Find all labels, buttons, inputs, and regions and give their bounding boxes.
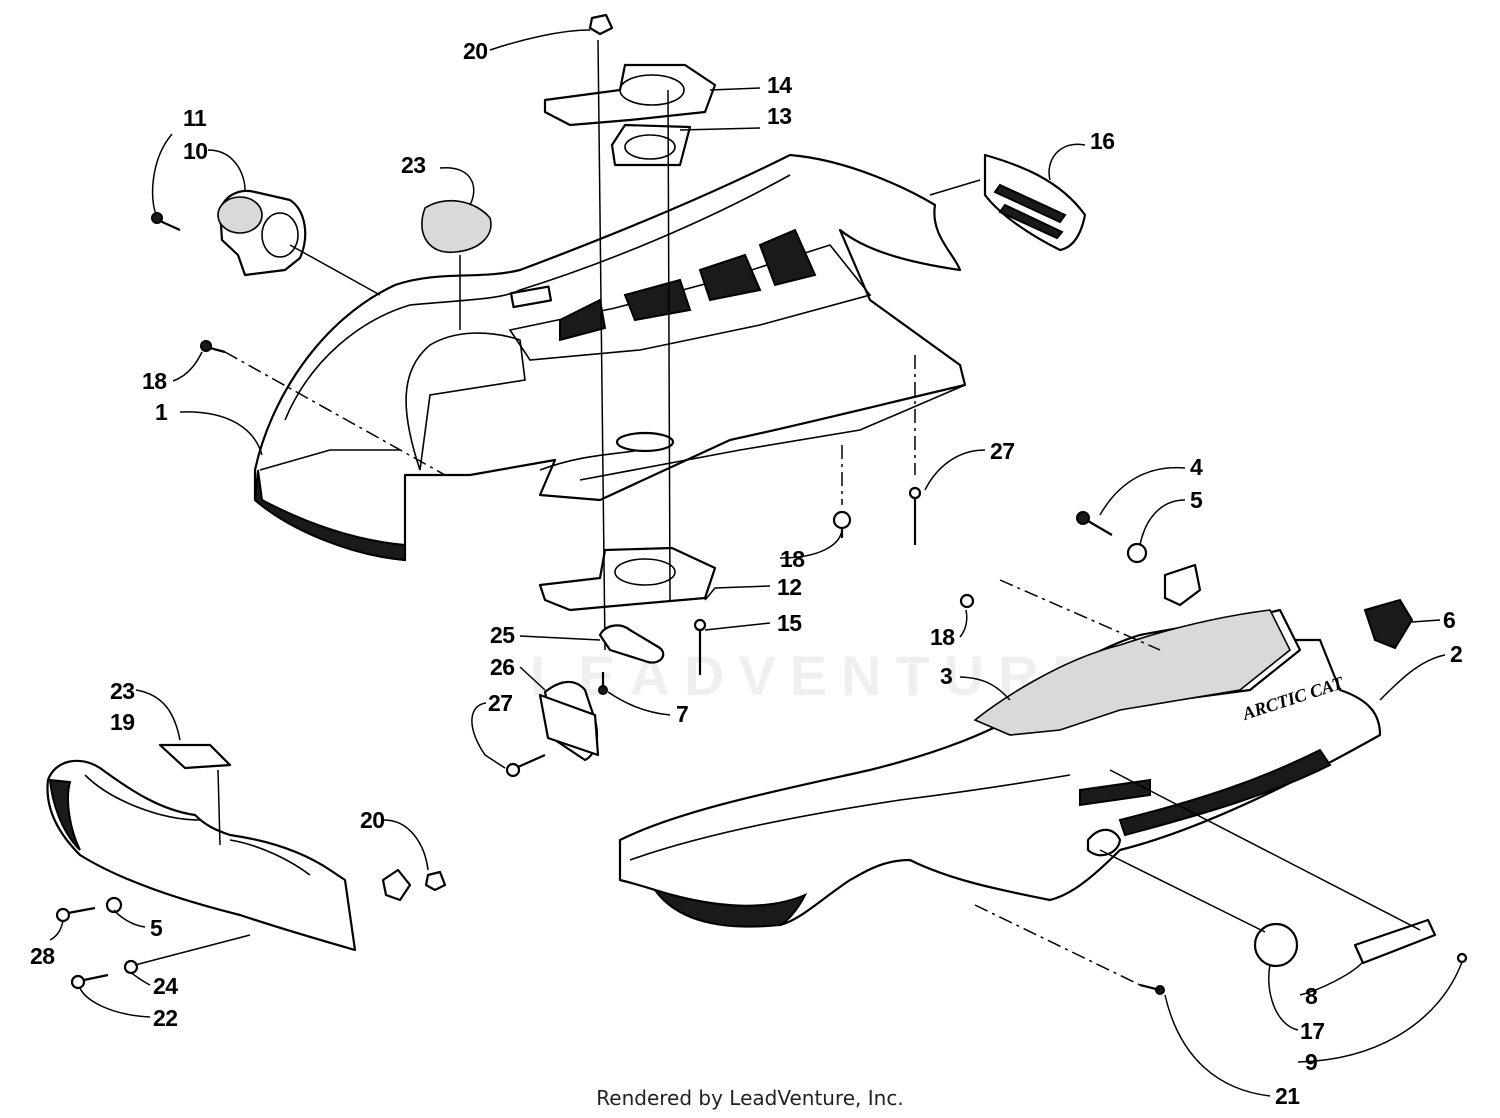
callout-16: 16 [1090, 128, 1115, 154]
callout-18: 18 [930, 624, 955, 650]
callout-25: 25 [490, 622, 515, 648]
callout-leaders [49, 29, 1463, 1097]
part-22-bolt [70, 973, 109, 990]
callout-15: 15 [777, 610, 802, 636]
callout-23: 23 [110, 678, 135, 704]
part-8-reflector [1353, 918, 1437, 965]
callout-17: 17 [1300, 1018, 1325, 1044]
part-16-vent-grille [983, 153, 1087, 252]
part-23-lens-top [421, 200, 492, 253]
callout-20: 20 [463, 38, 488, 64]
callout-13: 13 [767, 103, 792, 129]
callout-labels: 20 14 13 11 10 23 16 18 1 27 4 5 18 12 1… [30, 38, 1463, 1109]
part-11-screw [151, 212, 181, 232]
callout-9: 9 [1305, 1049, 1317, 1075]
callout-8: 8 [1305, 983, 1318, 1009]
callout-12: 12 [777, 574, 802, 600]
part-27-rivet-right [908, 486, 922, 545]
callout-18: 18 [780, 546, 805, 572]
callout-22: 22 [153, 1005, 178, 1031]
part-27-rivet-left [505, 753, 546, 778]
callout-20: 20 [360, 807, 385, 833]
part-6-bumper-cap [1363, 598, 1414, 650]
callout-21: 21 [1275, 1083, 1300, 1109]
callout-5: 5 [150, 915, 163, 941]
callout-2: 2 [1450, 641, 1462, 667]
part-10-headlight-housing [217, 189, 307, 277]
callout-7: 7 [676, 701, 688, 727]
callout-23: 23 [401, 152, 426, 178]
part-21-screw [1139, 983, 1165, 995]
part-1-upper-body-pan [253, 153, 967, 562]
callout-14: 14 [767, 72, 792, 98]
footer-credit: Rendered by LeadVenture, Inc. [596, 1086, 904, 1110]
part-25-26-bracket-assembly [538, 624, 665, 762]
callout-1: 1 [155, 399, 168, 425]
part-5-washer-left [105, 896, 123, 914]
callout-4: 4 [1190, 454, 1203, 480]
part-9-rivet [1456, 952, 1468, 964]
part-bracket-right [1163, 563, 1202, 607]
part-4-bolt [1076, 511, 1113, 536]
callout-24: 24 [153, 973, 178, 999]
callout-5: 5 [1190, 487, 1203, 513]
callout-10: 10 [183, 138, 208, 164]
part-18-screw-left [200, 340, 226, 354]
callout-11: 11 [183, 105, 207, 131]
callout-18: 18 [142, 368, 167, 394]
part-19-lower-front-pan [46, 743, 357, 952]
part-13-gasket [610, 123, 692, 167]
part-17-plug [1253, 922, 1299, 968]
part-5-washer-right [1126, 542, 1148, 564]
part-18-clip-center [832, 510, 852, 538]
callout-19: 19 [110, 709, 135, 735]
part-20-nut-top [588, 13, 614, 36]
callout-28: 28 [30, 943, 55, 969]
part-12-plate [538, 546, 717, 612]
callout-27: 27 [990, 438, 1015, 464]
assembly-axis-line [597, 39, 606, 651]
callout-6: 6 [1443, 607, 1455, 633]
callout-26: 26 [490, 654, 515, 680]
part-20-nut-bottom [381, 868, 447, 902]
part-15-rivet [693, 618, 707, 675]
part-18-screw-right [959, 593, 975, 609]
callout-27: 27 [488, 690, 513, 716]
part-24-washer [123, 959, 139, 975]
part-28-bolt [55, 906, 96, 923]
part-14-plate [543, 63, 717, 127]
part-2-lower-body-pan: ARCTIC CAT [618, 608, 1382, 928]
callout-3: 3 [940, 663, 952, 689]
assembly-axis-line [667, 89, 671, 601]
